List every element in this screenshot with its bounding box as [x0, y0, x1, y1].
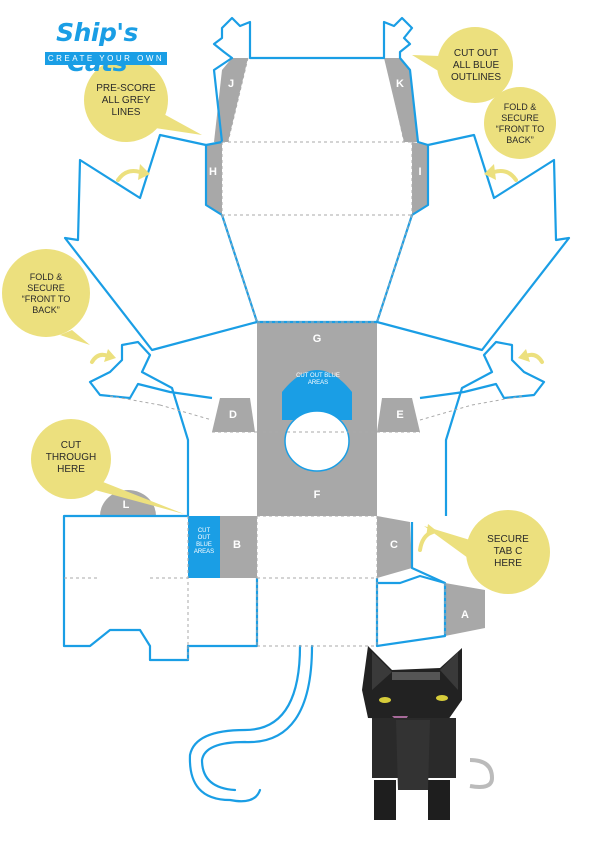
- panel-g-label: G: [312, 333, 322, 345]
- tab-b-shape: [216, 516, 257, 578]
- tab-k-label: K: [396, 78, 404, 90]
- tail-inner: [200, 644, 314, 792]
- blue-cut-areas: [188, 370, 352, 578]
- tab-j-label: J: [227, 78, 235, 90]
- tab-i-label: I: [418, 166, 422, 178]
- left-ear-outline: [63, 133, 258, 352]
- face-cut-note: CUT OUT BLUE AREAS: [296, 373, 340, 386]
- tab-h-label: H: [209, 166, 217, 178]
- fold-lines: [64, 57, 523, 660]
- tab-a-label: A: [461, 609, 469, 621]
- callout-cut-through: CUT THROUGH HERE: [45, 440, 97, 475]
- tab-c-shape: [377, 516, 412, 578]
- logo-subtitle: CREATE YOUR OWN: [45, 52, 167, 65]
- left-paw-outline: [88, 340, 213, 516]
- tab-e-label: E: [396, 409, 404, 421]
- callout-cut-out-blue: CUT OUT ALL BLUE OUTLINES: [450, 48, 501, 83]
- tab-i-shape: [412, 142, 428, 215]
- logo-title: Ship's Cats: [56, 18, 138, 77]
- face-cut-arch: [282, 370, 352, 420]
- tab-d-label: D: [229, 409, 237, 421]
- body-right-top: [410, 522, 446, 585]
- body-right-outline: [375, 574, 447, 648]
- right-paw-outline: [419, 340, 546, 516]
- right-ear-outline: [376, 133, 571, 352]
- tab-l-shape: [100, 490, 156, 516]
- side-cut-note: CUT OUT BLUE AREAS: [193, 528, 215, 555]
- face-hole: [284, 410, 350, 472]
- fold-arrow-heads: [104, 164, 530, 537]
- paper-cat-photo: [362, 646, 495, 820]
- callout-bubbles: [2, 27, 556, 594]
- tab-d-shape: [212, 398, 255, 432]
- callout-pre-score: PRE-SCORE ALL GREY LINES: [96, 83, 156, 118]
- head-outline: [204, 16, 430, 324]
- callout-fold-secure-right: FOLD & SECURE “FRONT TO BACK”: [495, 102, 545, 145]
- tab-k-shape: [384, 58, 418, 142]
- tab-h-shape: [206, 142, 222, 215]
- tab-a-shape: [445, 583, 485, 636]
- tail-outline: [188, 644, 302, 803]
- tab-e-shape: [377, 398, 420, 432]
- callout-secure-tab: SECURE TAB C HERE: [487, 534, 529, 569]
- tab-j-shape: [214, 58, 248, 142]
- tab-c-label: C: [390, 539, 398, 551]
- callout-fold-secure-left: FOLD & SECURE “FRONT TO BACK”: [21, 272, 71, 315]
- side-cut-area: [188, 516, 220, 578]
- tab-b-label: B: [233, 539, 241, 551]
- cut-outlines: [62, 16, 571, 803]
- tab-l-label: L: [122, 499, 130, 511]
- panel-f-label: F: [313, 489, 321, 501]
